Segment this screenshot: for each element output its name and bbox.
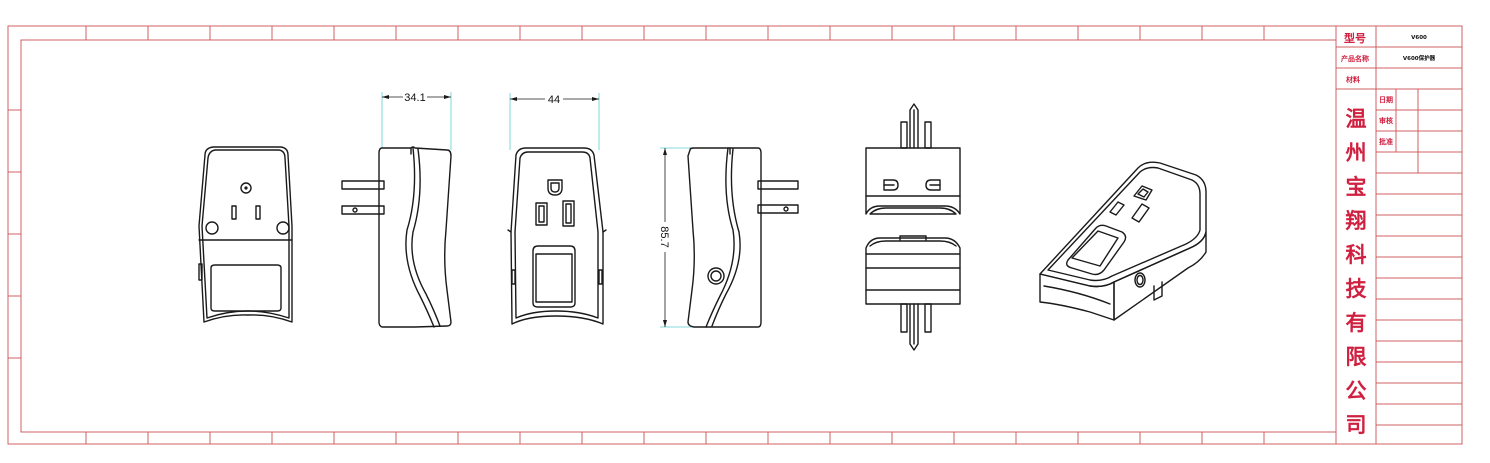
side-view-right-prongs: 85.7 <box>657 147 799 328</box>
company-char: 科 <box>1346 243 1367 267</box>
model-value: V600 <box>1411 35 1427 41</box>
company-name: 温 州 宝 翔 科 技 有 限 公 司 <box>1346 107 1368 437</box>
top-zone-ticks <box>85 26 1265 40</box>
company-char: 技 <box>1346 277 1368 301</box>
front-view <box>198 146 293 323</box>
product-name-label: 产品名称 <box>1341 54 1369 63</box>
company-char: 司 <box>1346 413 1367 437</box>
dimension-height: 85.7 <box>657 147 717 328</box>
outlet-face-view: 44 <box>507 92 607 325</box>
review-label: 审核 <box>1379 116 1393 125</box>
title-block-rows <box>1376 109 1462 426</box>
left-zone-ticks <box>8 109 21 359</box>
company-char: 宝 <box>1346 175 1367 199</box>
company-char: 温 <box>1346 107 1367 131</box>
side-view-left-prongs: 34.1 <box>341 90 452 328</box>
bottom-zone-ticks <box>85 432 1265 444</box>
dimension-depth: 44 <box>509 92 600 150</box>
drawing-frame <box>7 25 1463 445</box>
dimension-depth-label: 44 <box>548 94 560 106</box>
company-char: 公 <box>1346 379 1367 403</box>
product-name-value: V600保护器 <box>1403 54 1436 62</box>
bottom-plan-view <box>865 235 961 351</box>
top-plan-view <box>865 103 961 215</box>
approve-label: 批准 <box>1379 137 1393 146</box>
dimension-width: 34.1 <box>381 90 452 150</box>
dimension-width-label: 34.1 <box>404 92 425 104</box>
company-char: 州 <box>1346 141 1367 165</box>
company-char: 有 <box>1346 311 1367 335</box>
dimension-height-label: 85.7 <box>658 226 670 247</box>
date-label: 日期 <box>1379 95 1393 104</box>
model-label: 型号 <box>1344 31 1366 45</box>
company-char: 翔 <box>1346 209 1367 233</box>
isometric-view <box>1039 161 1207 321</box>
material-label: 材料 <box>1345 75 1360 84</box>
company-char: 限 <box>1346 345 1367 369</box>
title-block: 型号 V600 产品名称 V600保护器 材料 日期 审核 批准 温 州 宝 翔… <box>1335 25 1463 445</box>
